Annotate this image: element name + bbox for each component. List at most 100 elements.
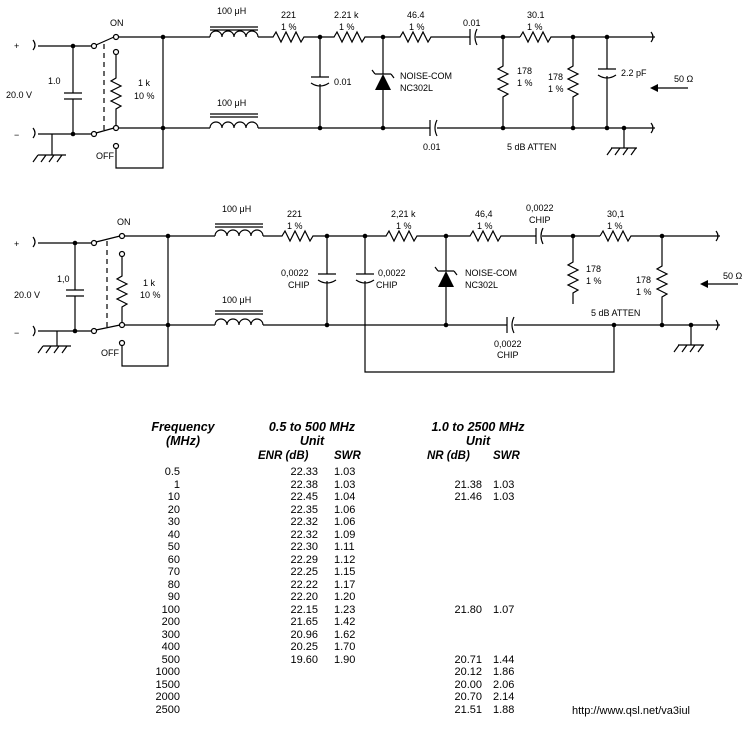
nr-cell: 21.80 <box>454 603 482 616</box>
s2-choke-top-label: 100 μH <box>222 204 251 214</box>
swr1-cell: 1.20 <box>334 591 356 603</box>
swr1-cell: 1.17 <box>334 578 356 591</box>
s2-diode-name: NOISE-COM <box>465 268 517 278</box>
nr-cell <box>444 629 482 642</box>
swr1-cell <box>334 679 364 692</box>
s2-r178a-tol: 1 % <box>586 276 602 286</box>
s2-coupling-top-value: 0,0022 <box>526 203 554 213</box>
nr-col-header: NR (dB) <box>427 450 470 462</box>
s2-input-capacitor <box>66 243 84 331</box>
s1-output-capacitor <box>597 37 617 128</box>
unit2-header-line1: 1.0 to 2500 MHz <box>431 420 525 434</box>
s1-r178b-value: 178 <box>548 72 563 82</box>
swr2-cell <box>493 579 523 592</box>
freq-cell: 500 <box>161 653 180 666</box>
s1-bleeder-tol: 10 % <box>134 91 155 101</box>
nr-cell <box>444 591 482 604</box>
s1-coupling-bottom-label: 0.01 <box>423 142 441 152</box>
s1-output-ground-icon <box>606 128 637 156</box>
s2-bypass-capacitor-1 <box>317 236 337 325</box>
swr1-cell: 1.90 <box>334 653 356 666</box>
s1-r178b-tol: 1 % <box>548 84 564 94</box>
s2-bleeder-resistor <box>115 257 129 322</box>
enr-cell: 20.25 <box>290 641 318 653</box>
s1-bleeder-value: 1 k <box>138 78 151 88</box>
s1-input-cap-label: 1.0 <box>48 76 61 86</box>
swr1-cell: 1.06 <box>334 503 356 516</box>
swr1-cell <box>334 704 364 717</box>
s2-r178b <box>655 236 669 325</box>
s1-r221-tol: 1 % <box>281 22 297 32</box>
s1-choke-top <box>209 26 259 38</box>
s2-r301-value: 30,1 <box>607 209 625 219</box>
swr2-cell <box>493 554 523 567</box>
swr2-cell: 2.06 <box>493 678 515 691</box>
enr-cell <box>280 691 318 704</box>
s2-input-terminals <box>32 236 36 337</box>
swr2-cell: 1.03 <box>493 478 515 491</box>
nr-cell: 21.46 <box>454 491 482 503</box>
s1-off-label: OFF <box>96 151 114 161</box>
swr1-cell <box>334 666 364 679</box>
schematics: + − 20.0 V 1.0 ON OFF 1 k 10 % 100 μH 10… <box>6 6 743 373</box>
s2-bottom-rail <box>263 230 720 331</box>
swr2-cell <box>493 616 523 629</box>
nr-cell <box>444 641 482 654</box>
swr2-cell <box>493 641 523 654</box>
s2-choke-bottom <box>168 310 264 326</box>
s2-r464-value: 46,4 <box>475 209 493 219</box>
s1-input-wires <box>38 45 92 135</box>
s2-r301-tol: 1 % <box>607 221 623 231</box>
freq-cell: 400 <box>161 641 180 653</box>
nr-cell: 20.70 <box>454 691 482 703</box>
freq-header-line2: (MHz) <box>165 434 200 448</box>
swr1-cell: 1.03 <box>334 478 356 491</box>
s2-r301 <box>599 229 720 243</box>
swr1-cell: 1.62 <box>334 628 356 641</box>
s1-r301-value: 30.1 <box>527 10 545 20</box>
s1-r178b <box>566 37 580 128</box>
enr-cell: 22.15 <box>290 603 318 616</box>
s2-r178a <box>566 236 580 304</box>
swr1-cell: 1.06 <box>334 516 356 528</box>
s2-atten-label: 5 dB ATTEN <box>591 308 640 318</box>
swr1-cell: 1.11 <box>334 541 355 553</box>
unit1-header: 0.5 to 500 MHz Unit <box>252 420 372 448</box>
nr-cell <box>444 466 482 479</box>
swr2-col-header: SWR <box>493 450 520 462</box>
swr2-cell <box>493 541 523 554</box>
nr-cell <box>444 566 482 579</box>
s1-r178a <box>496 37 510 128</box>
enr-cell: 22.22 <box>290 578 318 591</box>
source-url[interactable]: http://www.qsl.net/va3iul <box>572 705 691 717</box>
swr2-cell: 1.86 <box>493 666 515 678</box>
nr-cell <box>444 504 482 517</box>
s2-coupling-bottom-type: CHIP <box>497 350 519 360</box>
swr1-col-header: SWR <box>334 450 361 462</box>
freq-header: Frequency (MHz) <box>138 420 228 448</box>
s2-switch-blade-bottom <box>95 324 121 331</box>
swr2-cell <box>493 504 523 517</box>
freq-cell: 50 <box>167 541 180 553</box>
nr-cell: 20.00 <box>454 678 482 691</box>
nr-cell <box>444 541 482 554</box>
freq-cell: 2000 <box>155 691 180 703</box>
s1-r301-tol: 1 % <box>527 22 543 32</box>
enr-cell: 22.30 <box>290 541 318 553</box>
swr1-cell: 1.12 <box>334 553 356 566</box>
swr1-cell: 1.15 <box>334 566 356 578</box>
freq-cell: 20 <box>167 503 180 516</box>
s2-r178a-value: 178 <box>586 264 601 274</box>
swr1-cell: 1.42 <box>334 616 356 628</box>
nr-cell: 20.12 <box>454 666 482 678</box>
enr-cell: 22.35 <box>290 503 318 516</box>
swr1-cell: 1.09 <box>334 528 356 541</box>
freq-cell: 10 <box>167 491 180 503</box>
enr-cell: 22.33 <box>290 466 318 478</box>
s1-bleeder-resistor <box>109 55 123 125</box>
s2-coupling-cap-bottom <box>506 316 515 334</box>
s1-top-rail <box>258 30 470 44</box>
nr-cell <box>444 529 482 542</box>
